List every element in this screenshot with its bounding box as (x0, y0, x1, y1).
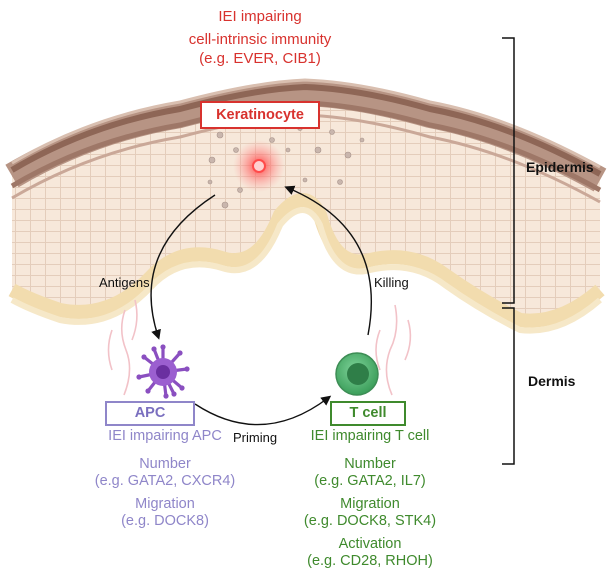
top-title-line1: IEI impairing (218, 8, 302, 25)
apc-number-examples: (e.g. GATA2, CXCR4) (94, 473, 236, 489)
dermis-label: Dermis (528, 373, 576, 389)
tcell-label: T cell (330, 401, 406, 426)
apc-title: IEI impairing APC (108, 428, 222, 444)
basal-layer (8, 193, 605, 328)
priming-label: Priming (233, 430, 278, 445)
apc-number-heading: Number (139, 456, 191, 472)
tcell-number-examples: (e.g. GATA2, IL7) (314, 473, 426, 489)
killing-label: Killing (374, 275, 409, 290)
stratum-corneum (5, 79, 607, 192)
tcell-number-heading: Number (344, 456, 396, 472)
layer-brackets (502, 37, 515, 465)
apc-migration-heading: Migration (135, 496, 195, 512)
apc-label: APC (105, 401, 195, 426)
apc-migration-examples: (e.g. DOCK8) (121, 513, 209, 529)
keratinocyte-label: Keratinocyte (200, 101, 320, 129)
epidermis-label: Epidermis (526, 159, 594, 175)
t-cell (335, 352, 379, 396)
antigens-label: Antigens (99, 275, 150, 290)
top-title-line2: cell-intrinsic immunity (188, 31, 332, 48)
tcell-migration-heading: Migration (340, 496, 400, 512)
tcell-title: IEI impairing T cell (310, 428, 430, 444)
top-title-line3: (e.g. EVER, CIB1) (199, 50, 321, 67)
apc-cell (136, 344, 190, 399)
tcell-activation-examples: (e.g. CD28, RHOH) (307, 553, 433, 569)
killing-arrow (284, 185, 372, 336)
tcell-activation-heading: Activation (338, 536, 402, 552)
capillaries (107, 299, 412, 396)
antigens-arrow (150, 194, 216, 340)
tcell-migration-examples: (e.g. DOCK8, STK4) (303, 513, 437, 529)
priming-arrow (194, 395, 332, 426)
